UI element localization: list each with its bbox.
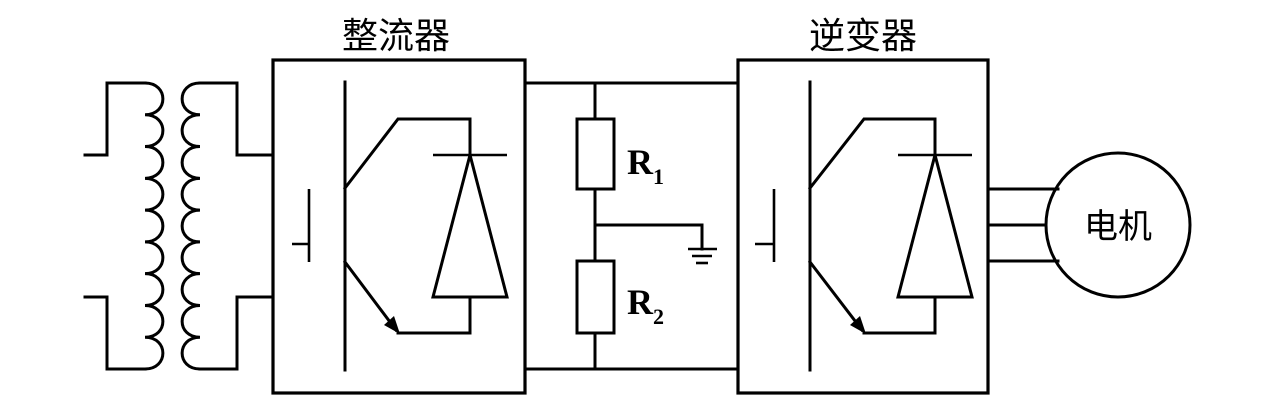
motor-label: 电机: [1084, 207, 1152, 247]
secondary-coil: [180, 81, 202, 371]
ground-wire: [593, 223, 704, 251]
r1-label: R1: [627, 142, 664, 189]
igbt-emitter: [342, 259, 399, 333]
emitter-arrow-icon: [384, 316, 400, 334]
igbt-collector: [342, 117, 472, 191]
rectifier-box: [271, 58, 527, 395]
emitter-arrow-icon: [850, 316, 866, 334]
diode-triangle: [896, 149, 974, 299]
igbt-emitter: [807, 259, 865, 333]
resistor-r1: [575, 117, 616, 191]
r2-label: R2: [627, 282, 664, 329]
diode-triangle: [431, 149, 509, 299]
ground-icon: [688, 247, 717, 265]
rectifier-title: 整流器: [342, 16, 450, 57]
dc-link: R1 R2: [523, 81, 740, 371]
igbt-emitter-return: [862, 295, 937, 335]
primary-coil: [143, 81, 165, 371]
inverter-box: [736, 58, 990, 395]
inverter-title: 逆变器: [809, 16, 917, 57]
transformer: [83, 81, 275, 371]
igbt-collector: [807, 117, 937, 191]
secondary-top-lead: [198, 81, 239, 157]
primary-bottom-lead: [83, 295, 147, 371]
motor-circle: [1044, 151, 1192, 299]
igbt-emitter-return: [396, 295, 472, 335]
resistor-r2: [575, 259, 616, 335]
rectifier-igbt: [292, 80, 509, 372]
inverter-igbt: [755, 80, 974, 372]
secondary-bottom-lead: [198, 295, 275, 371]
primary-top-lead: [83, 81, 147, 157]
